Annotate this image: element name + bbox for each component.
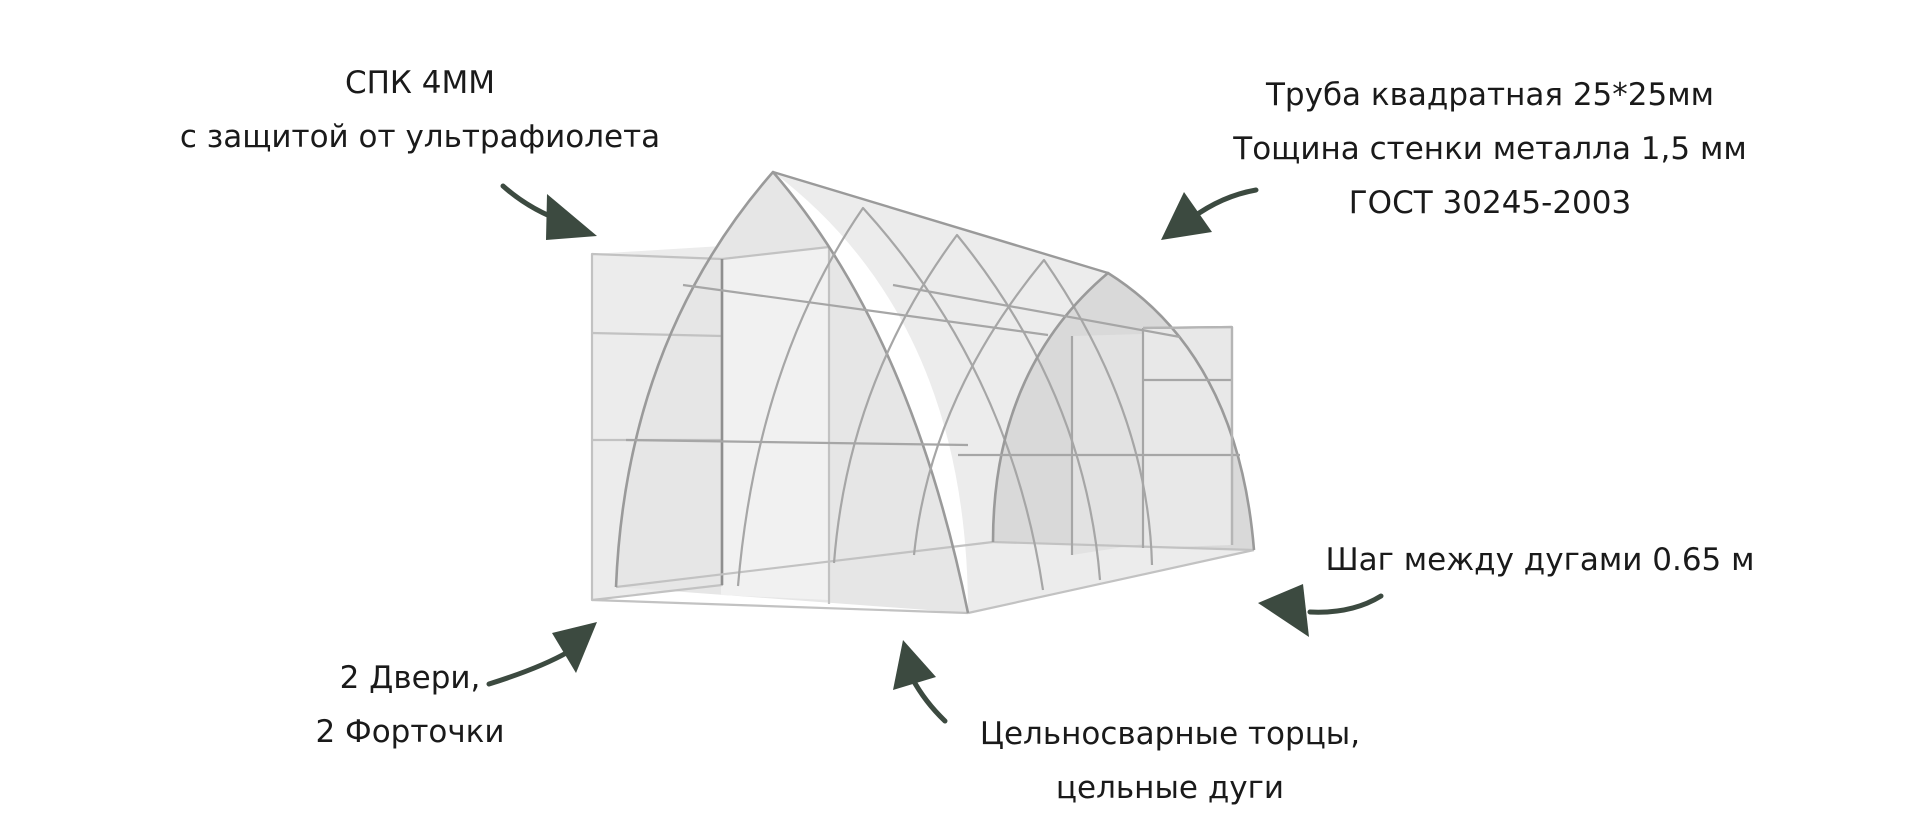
label-pipe-line2: Тощина стенки металла 1,5 мм (1233, 131, 1747, 167)
label-welded: Цельносварные торцы, цельные дуги (920, 707, 1420, 815)
left-wall-panel (721, 247, 829, 600)
label-pipe: Труба квадратная 25*25мм Тощина стенки м… (1190, 68, 1790, 230)
far-window-panel (1143, 327, 1232, 548)
label-pipe-line3: ГОСТ 30245-2003 (1348, 185, 1632, 221)
label-welded-line1: Цельносварные торцы, (979, 716, 1361, 752)
arch-3 (832, 233, 1102, 581)
arch-4 (912, 258, 1154, 566)
curved-arrow-icon (1161, 187, 1259, 240)
curved-arrow-icon (486, 622, 597, 687)
arch-back (991, 271, 1256, 551)
label-material: СПК 4ММ с защитой от ультрафиолета (150, 56, 690, 164)
label-pipe-line1: Труба квадратная 25*25мм (1265, 77, 1715, 113)
arch-2 (736, 206, 1045, 591)
far-window-frame (1142, 325, 1234, 545)
arches (614, 170, 1256, 614)
label-doors-line2: 2 Форточки (315, 714, 505, 750)
label-welded-line2: цельные дуги (1055, 770, 1285, 806)
label-arc-step: Шаг между дугами 0.65 м (1310, 533, 1770, 587)
arrows (486, 183, 1384, 724)
label-arc-step-line1: Шаг между дугами 0.65 м (1325, 542, 1755, 578)
label-material-line1: СПК 4ММ (344, 65, 496, 101)
far-door-panel (1072, 334, 1143, 555)
label-doors-line1: 2 Двери, (339, 660, 481, 696)
label-doors: 2 Двери, 2 Форточки (250, 651, 570, 759)
purlins (625, 170, 1240, 457)
greenhouse (590, 170, 1256, 615)
curved-arrow-icon (500, 183, 597, 240)
curved-arrow-icon (1258, 584, 1384, 637)
label-material-line2: с защитой от ультрафиолета (179, 119, 661, 155)
curved-arrow-icon (893, 640, 948, 724)
base-frame (591, 540, 1255, 615)
